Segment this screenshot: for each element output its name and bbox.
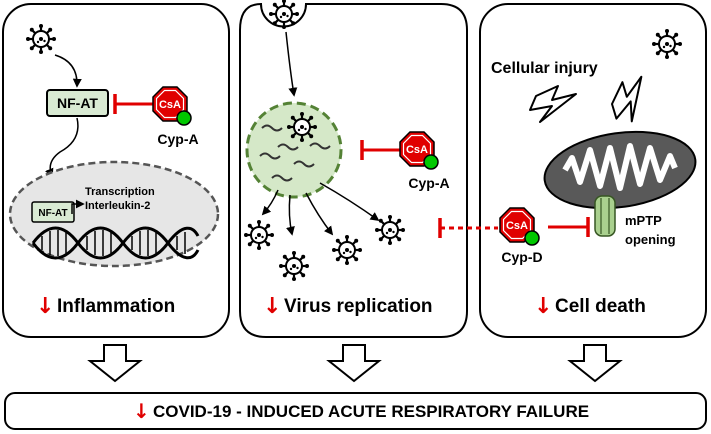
cell-virus-icon: [285, 110, 319, 144]
arrow-nfat-to-nucleus: [45, 117, 79, 178]
released-virus-icon: [242, 218, 276, 252]
footer-down-arrow: ↓: [133, 399, 150, 423]
cyp-a-circle-icon-2: [423, 154, 439, 170]
footer-title: COVID-19 - INDUCED ACUTE RESPIRATORY FAI…: [153, 402, 589, 421]
down-hollow-arrow: [567, 344, 623, 383]
transcription-arrow: [71, 199, 85, 214]
cell-death-outcome: Cell death: [555, 296, 646, 317]
transcription-label: Transcription: [85, 186, 155, 198]
csa-label-2: CsA: [406, 144, 428, 156]
interleukin-label: Interleukin-2: [85, 200, 150, 212]
csa-label: CsA: [159, 99, 181, 111]
viral-rna-icon: [259, 124, 331, 182]
virus-outcome: Virus replication: [284, 296, 433, 317]
inflammation-down-arrow: ↓: [36, 294, 54, 319]
virus-down-arrow: ↓: [263, 294, 281, 319]
nfat-label: NF-AT: [57, 95, 98, 111]
arrow-entry-to-cell: [285, 31, 298, 97]
cyp-d-label: Cyp-D: [501, 249, 542, 265]
released-virus-icon: [277, 249, 311, 283]
cell-death-down-arrow: ↓: [534, 294, 552, 319]
cyp-a-label-2: Cyp-A: [408, 175, 449, 191]
nfat-small-label: NF-AT: [38, 208, 67, 219]
mptp-channel-icon: [594, 195, 616, 237]
down-hollow-arrow: [87, 344, 143, 383]
virus-icon: [24, 22, 58, 56]
mitochondrion: [543, 130, 697, 210]
nfat-small-box: [31, 201, 75, 223]
cellular-injury-label: Cellular injury: [491, 60, 598, 77]
mptp-opening-label: opening: [625, 232, 676, 247]
released-virus-icon: [330, 233, 364, 267]
release-arrows: [261, 182, 380, 236]
inflammation-outcome: Inflammation: [57, 296, 175, 317]
cyp-a-label: Cyp-A: [157, 131, 198, 147]
nfat-box: [46, 89, 109, 117]
cyp-a-circle-icon: [176, 110, 192, 126]
released-virus-icon: [373, 213, 407, 247]
down-hollow-arrow: [326, 344, 382, 383]
mptp-label: mPTP: [625, 213, 662, 228]
csa-label-3: CsA: [506, 220, 528, 232]
mitochondrial-cristae: [562, 143, 678, 191]
virus-icon-3: [650, 27, 684, 61]
entering-virus-icon: [267, 0, 301, 31]
arrow-virus-to-nfat: [54, 54, 82, 88]
footer-box: [4, 392, 707, 430]
dna-helix-icon: [31, 226, 200, 260]
cyp-d-circle-icon: [524, 230, 540, 246]
